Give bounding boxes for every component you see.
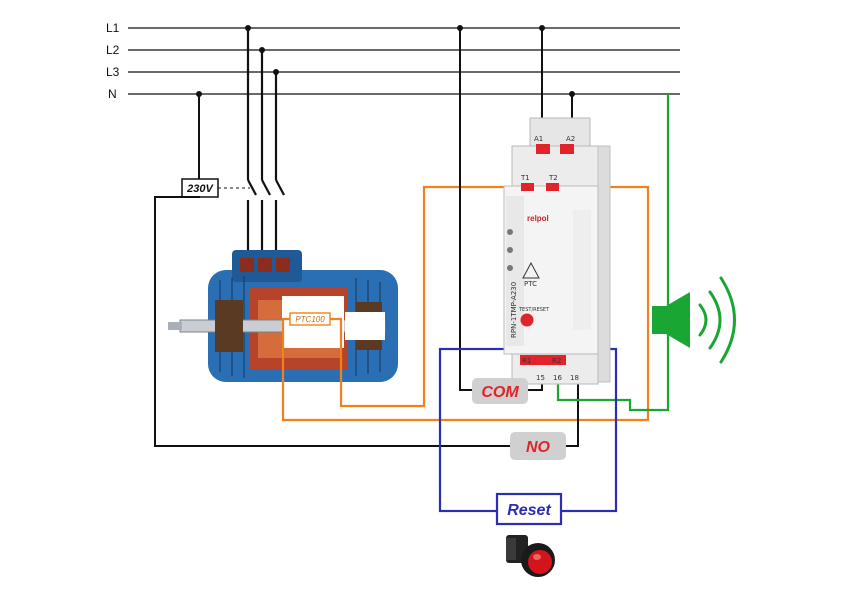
junction-dots [196, 25, 575, 97]
sensor-wiring [281, 185, 650, 422]
reset-label-box [495, 492, 563, 526]
relay-terminal-16: 16 [553, 374, 562, 382]
relay-terminal-18: 18 [570, 374, 579, 382]
supply-lines [128, 27, 680, 95]
com-no-wiring [154, 28, 579, 447]
relay-terminal-r2: R2 [552, 357, 561, 365]
relay-test-reset: TEST/RESET [518, 307, 550, 313]
relay-terminal-t2: T2 [548, 174, 558, 182]
alarm-wiring [556, 94, 670, 412]
speaker-icon [652, 276, 736, 364]
relay-model: RPN-1TMP-A230 [510, 282, 518, 338]
relay-terminal-a2: A2 [566, 135, 575, 143]
contactor-coil-label: 230V [186, 183, 214, 195]
label-l1: L1 [106, 21, 120, 35]
no-label: NO [526, 439, 551, 456]
relay-brand: relpol [527, 214, 549, 223]
relay-module [503, 117, 611, 385]
relay-terminal-t1: T1 [520, 174, 530, 182]
com-label-box [472, 378, 528, 404]
reset-label: Reset [507, 502, 551, 519]
ptc-sensor-label: PTC100 [295, 315, 325, 324]
label-l2: L2 [106, 43, 120, 57]
label-n: N [108, 87, 117, 101]
no-label-box [510, 432, 566, 460]
relay-ptc-text: PTC [524, 280, 537, 288]
motor-feed-wires [246, 28, 285, 268]
label-l3: L3 [106, 65, 120, 79]
com-label: COM [481, 384, 519, 401]
relay-terminal-a1: A1 [534, 135, 543, 143]
red-pushbutton-icon [506, 535, 555, 577]
relay-terminal-15: 15 [536, 374, 545, 382]
relay-terminal-r1: R1 [522, 357, 531, 365]
